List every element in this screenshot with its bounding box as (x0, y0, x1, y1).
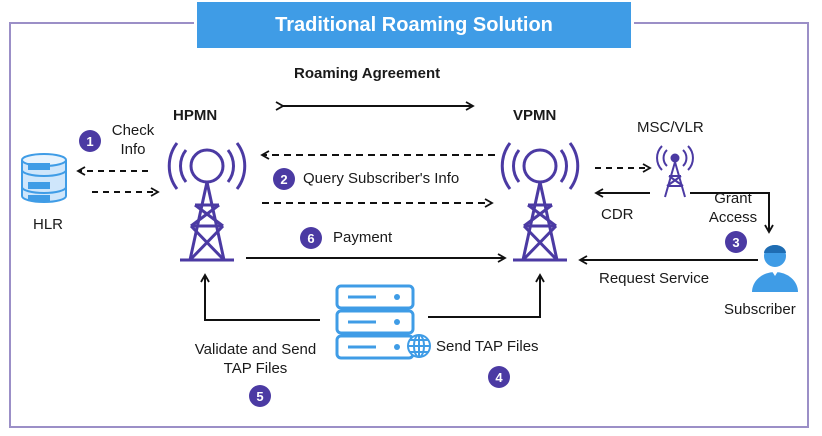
grant-access-arrow (690, 192, 774, 234)
validate-tap-arrow (200, 273, 320, 321)
payment-label: Payment (333, 229, 393, 246)
validate-send-tap-label: Validate and Send TAP Files (194, 341, 317, 377)
step-badge-4: 4 (488, 366, 510, 388)
request-service-label: Request Service (599, 270, 710, 287)
hlr-hpmn-arrows (76, 166, 160, 197)
query-info-label: Query Subscriber's Info (303, 170, 460, 187)
tap-server-icon (335, 284, 415, 360)
vpmn-tower-icon (500, 142, 580, 262)
step-badge-2: 2 (273, 168, 295, 190)
step-badge-3: 3 (725, 231, 747, 253)
hpmn-label: HPMN (173, 107, 218, 124)
grant-access-label: Grant Access (708, 190, 758, 226)
step-badge-6: 6 (300, 227, 322, 249)
msc-vlr-label: MSC/VLR (637, 119, 704, 136)
step-badge-1: 1 (79, 130, 101, 152)
roaming-agreement-label: Roaming Agreement (294, 65, 441, 82)
vpmn-label: VPMN (513, 107, 557, 124)
check-info-label: Check Info (111, 122, 155, 158)
hpmn-tower-icon (167, 142, 247, 262)
subscriber-icon (752, 243, 798, 292)
cdr-label: CDR (601, 206, 634, 223)
hlr-database-icon (21, 153, 67, 203)
msc-antenna-icon (656, 145, 694, 198)
query-info-arrows (260, 150, 495, 208)
msc-arrows (594, 163, 652, 198)
send-tap-label: Send TAP Files (436, 338, 539, 355)
send-tap-arrow (428, 273, 545, 318)
globe-icon (407, 334, 431, 358)
subscriber-label: Subscriber (724, 301, 796, 318)
step-badge-5: 5 (249, 385, 271, 407)
hlr-label: HLR (33, 216, 64, 233)
diagram-title: Traditional Roaming Solution (197, 2, 631, 48)
